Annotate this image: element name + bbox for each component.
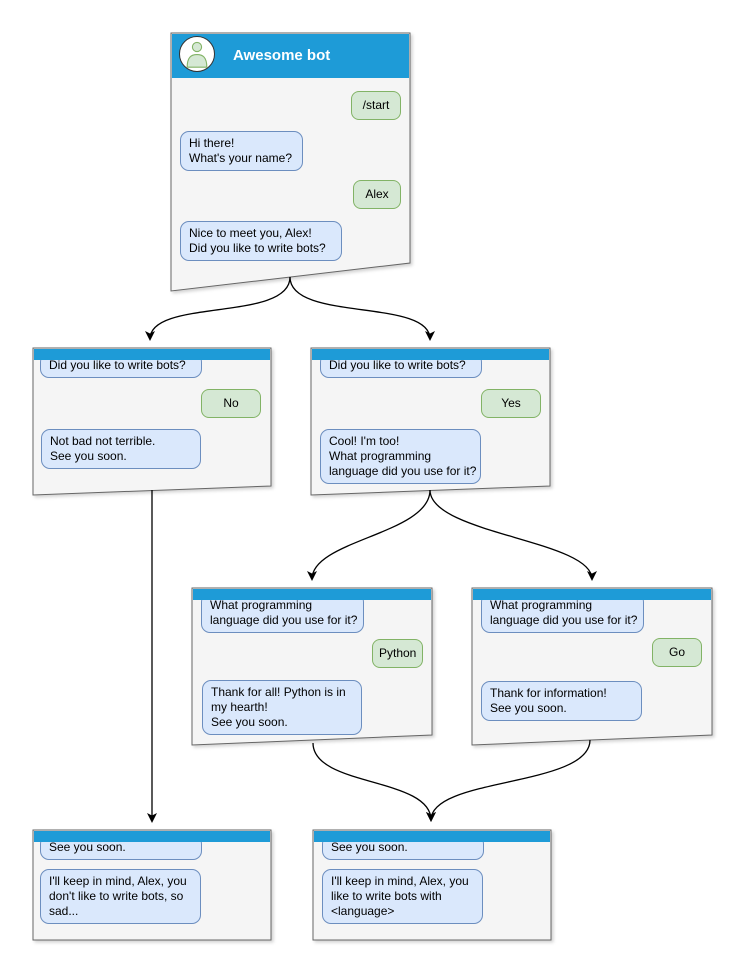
chat-node-branch-yes: Did you like to write bots? Yes Cool! I'… [311, 348, 550, 495]
chat-node-end-no: See you soon. I'll keep in mind, Alex, y… [33, 830, 271, 940]
user-message-bubble: Yes [481, 389, 541, 418]
edge-python-to-end [312, 742, 436, 822]
bot-message-bubble: I'll keep in mind, Alex, you don't like … [40, 869, 201, 924]
bot-message-bubble: Cool! I'm too! What programming language… [320, 429, 481, 484]
chat-header: Awesome bot [172, 34, 409, 78]
edge-yes-to-go [429, 489, 597, 581]
chat-header [193, 589, 431, 600]
chat-header [473, 589, 711, 600]
chat-header [34, 349, 270, 360]
bot-avatar [179, 36, 215, 72]
bot-name-title: Awesome bot [233, 47, 331, 64]
chat-header [314, 831, 550, 842]
chat-header [312, 349, 549, 360]
chat-node-end-yes: See you soon. I'll keep in mind, Alex, y… [313, 830, 551, 940]
user-message-bubble: No [201, 389, 261, 418]
user-message-bubble: /start [351, 91, 401, 120]
edge-main-to-yes [289, 276, 435, 341]
chat-node-branch-no: Did you like to write bots? No Not bad n… [33, 348, 271, 495]
chat-node-branch-python: What programming language did you use fo… [192, 588, 432, 745]
user-message-bubble: Alex [353, 180, 401, 209]
edge-yes-to-python [307, 489, 431, 581]
bot-message-bubble: Not bad not terrible. See you soon. [41, 429, 201, 469]
edge-go-to-end [426, 739, 591, 822]
user-message-bubble: Go [652, 638, 702, 667]
user-message-bubble: Python [372, 639, 423, 668]
edge-main-to-no [145, 276, 291, 341]
chat-header [34, 831, 270, 842]
person-icon [186, 41, 208, 68]
chat-node-main: Awesome bot /start Hi there! What's your… [171, 33, 410, 291]
bot-message-bubble: Thank for information! See you soon. [481, 681, 642, 721]
bot-message-bubble: I'll keep in mind, Alex, you like to wri… [322, 869, 483, 924]
bot-message-bubble: Hi there! What's your name? [180, 131, 303, 171]
bot-message-bubble: Thank for all! Python is in my hearth! S… [202, 680, 362, 735]
chat-node-branch-go: What programming language did you use fo… [472, 588, 712, 745]
bot-message-bubble: Nice to meet you, Alex! Did you like to … [180, 221, 342, 261]
